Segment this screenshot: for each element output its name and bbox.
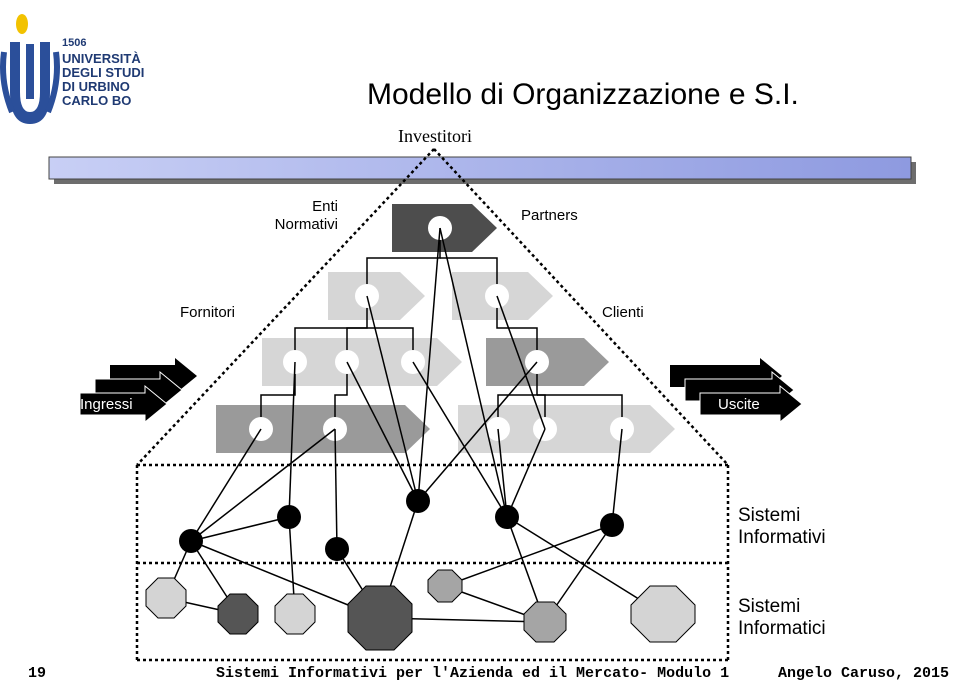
label-enti-normativi: Enti Normativi (274, 198, 338, 233)
ingressi-arrows (79, 358, 197, 424)
label-clienti: Clienti (602, 304, 644, 321)
hierarchy-lines (260, 228, 623, 429)
page-number: 19 (28, 665, 47, 682)
label-partners: Partners (521, 207, 578, 224)
label-ingressi: Ingressi (80, 396, 133, 413)
process-arrow-row3-left (262, 338, 462, 386)
label-uscite: Uscite (718, 396, 760, 413)
label-investitori: Investitori (398, 126, 472, 146)
footer-course: Sistemi Informativi per l'Azienda ed il … (216, 665, 730, 682)
label-fornitori: Fornitori (180, 304, 236, 321)
page-title: Modello di Organizzazione e S.I. (367, 78, 799, 111)
logo-year: 1506 (62, 37, 87, 49)
footer-author: Angelo Caruso, 2015 (778, 665, 950, 682)
label-sistemi-informatici: Sistemi Informatici (738, 596, 826, 639)
uscite-arrows (670, 358, 803, 424)
university-emblem-icon (0, 14, 60, 124)
university-logo: 1506 UNIVERSITÀ DEGLI STUDI DI URBINO CA… (0, 12, 160, 132)
it-system-octagons (145, 569, 696, 651)
pyramid-outline (135, 148, 730, 662)
investitori-bar (48, 156, 912, 180)
logo-university-name: UNIVERSITÀ DEGLI STUDI DI URBINO CARLO B… (62, 51, 145, 108)
information-system-nodes (179, 489, 624, 561)
label-sistemi-informativi: Sistemi Informativi (738, 505, 826, 548)
